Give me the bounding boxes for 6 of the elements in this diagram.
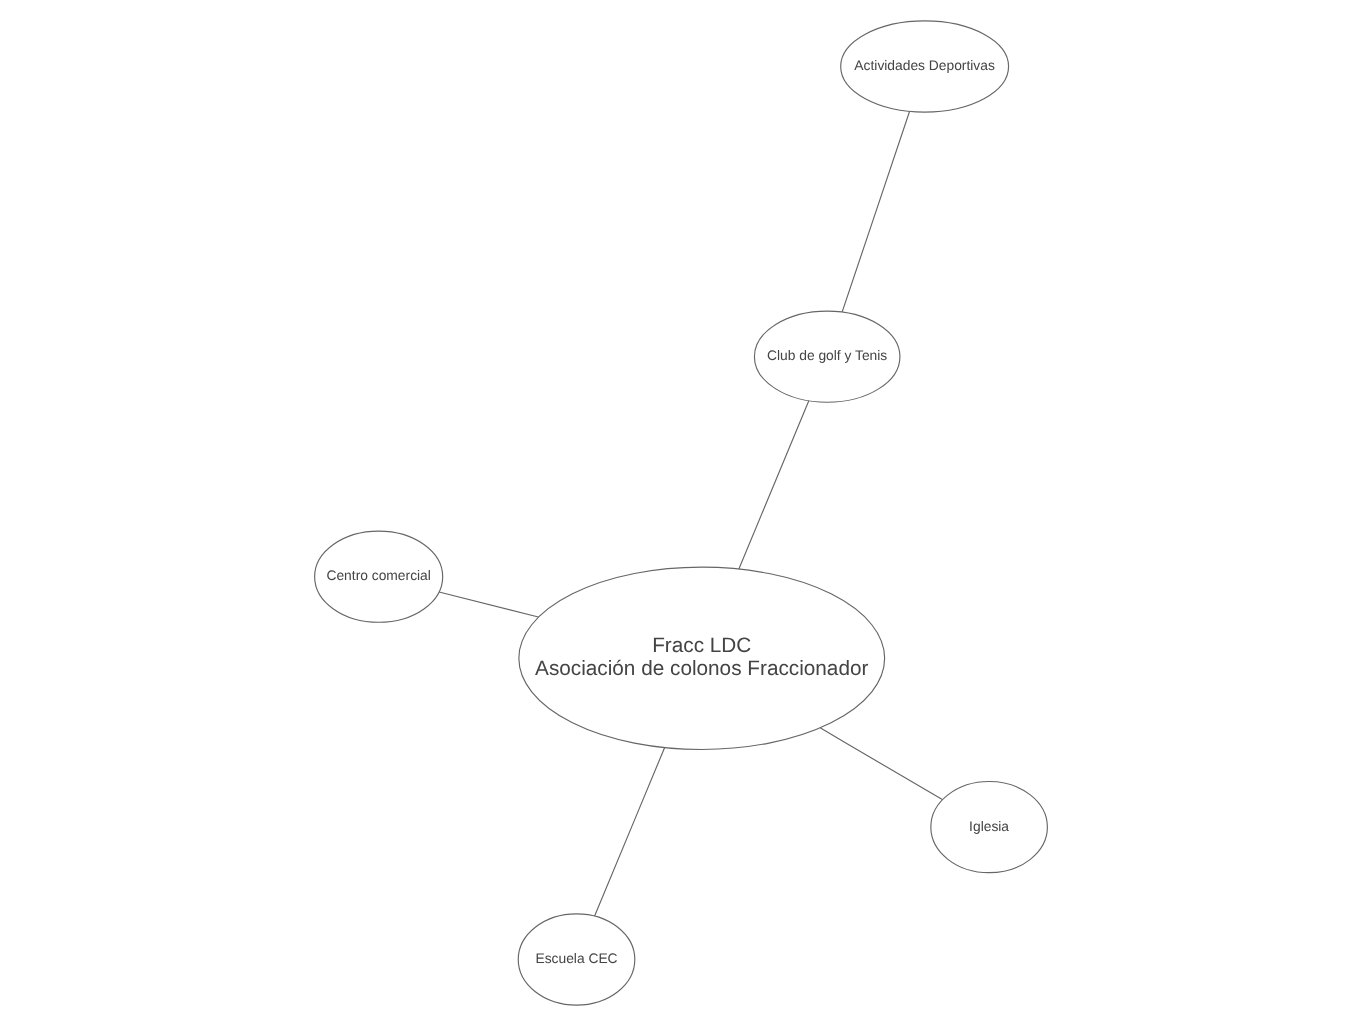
connector (593, 747, 665, 917)
connector (437, 591, 538, 618)
connector (818, 727, 942, 801)
node-ellipse: Fracc LDC Asociación de colonos Fraccionador (517, 566, 885, 751)
connector (737, 400, 809, 570)
connector (840, 111, 909, 313)
